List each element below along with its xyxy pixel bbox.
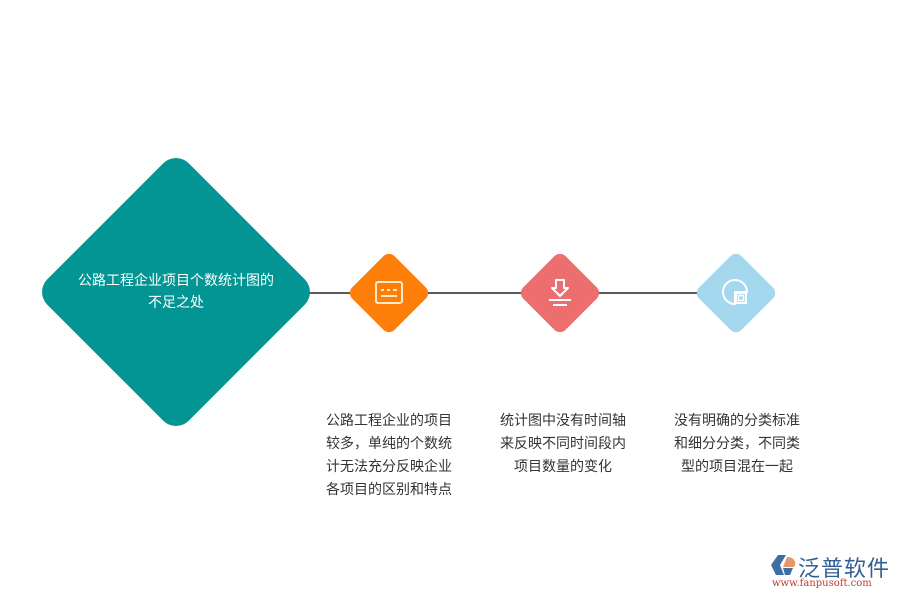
desc-line: 较多，单纯的个数统 — [326, 436, 452, 452]
desc-line: 没有明确的分类标准 — [674, 413, 800, 429]
desc-line: 和细分分类，不同类 — [674, 436, 800, 452]
download-arrow-icon — [540, 273, 580, 313]
main-title: 公路工程企业项目个数统计图的 不足之处 — [60, 270, 292, 314]
desc-line: 公路工程企业的项目 — [326, 413, 452, 429]
connector-line — [300, 292, 720, 294]
node-2-description: 统计图中没有时间轴 来反映不同时间段内 项目数量的变化 — [488, 410, 638, 479]
card-icon — [369, 273, 409, 313]
logo-name: 泛普软件 — [798, 557, 891, 582]
node-3-description: 没有明确的分类标准 和细分分类，不同类 型的项目混在一起 — [662, 410, 812, 479]
main-title-line-2: 不足之处 — [148, 295, 204, 311]
logo: 泛普软件 www.fanpusoft.com — [768, 552, 896, 592]
logo-mark-icon — [770, 554, 798, 576]
node-1-description: 公路工程企业的项目 较多，单纯的个数统 计无法充分反映企业 各项目的区别和特点 — [314, 410, 464, 502]
desc-line: 型的项目混在一起 — [681, 459, 793, 475]
desc-line: 项目数量的变化 — [514, 459, 612, 475]
main-title-line-1: 公路工程企业项目个数统计图的 — [78, 273, 274, 289]
desc-line: 统计图中没有时间轴 — [500, 413, 626, 429]
desc-line: 计无法充分反映企业 — [326, 459, 452, 475]
pie-square-icon — [716, 273, 756, 313]
desc-line: 来反映不同时间段内 — [500, 436, 626, 452]
desc-line: 各项目的区别和特点 — [326, 482, 452, 498]
logo-url: www.fanpusoft.com — [772, 578, 872, 589]
